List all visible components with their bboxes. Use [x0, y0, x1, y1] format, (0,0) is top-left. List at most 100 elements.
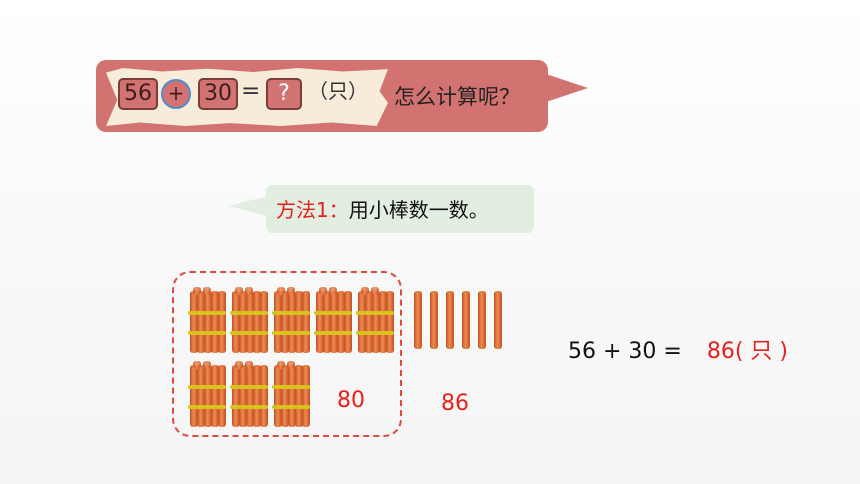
single-stick [430, 291, 438, 349]
single-stick [414, 291, 422, 349]
stick-bundle [230, 361, 268, 427]
stick [295, 365, 303, 427]
stick [365, 291, 373, 353]
stick [274, 291, 282, 353]
question-bubble-tail [546, 74, 588, 102]
stick [190, 365, 198, 427]
stick [358, 291, 366, 353]
tens-count: 80 [337, 388, 365, 413]
stick [218, 365, 226, 427]
stick [281, 291, 289, 353]
bundle-tie [188, 405, 226, 409]
stick-top [203, 287, 211, 295]
stick [211, 365, 219, 427]
stick-top [235, 361, 243, 369]
stick [260, 365, 268, 427]
stick [379, 291, 387, 353]
answer-expression: 56 + 30 = [568, 339, 682, 364]
bundle-tie [230, 385, 268, 389]
stick [253, 365, 261, 427]
tens-group [172, 271, 402, 437]
stick [323, 291, 331, 353]
bundle-tie [272, 385, 310, 389]
stick-top [319, 287, 327, 295]
stick-bundle [230, 287, 268, 353]
method-text: 用小棒数一数。 [348, 198, 489, 222]
stick-top [371, 287, 379, 295]
bundle-tie [272, 331, 310, 335]
stick [386, 291, 394, 353]
stick-top [245, 361, 253, 369]
single-stick [462, 291, 470, 349]
bundle-tie [272, 311, 310, 315]
stick [246, 365, 254, 427]
stick [211, 291, 219, 353]
stick-top [361, 287, 369, 295]
stick-bundle [272, 287, 310, 353]
stick-top [203, 361, 211, 369]
stick [288, 365, 296, 427]
stick [330, 291, 338, 353]
stick-top [287, 287, 295, 295]
stick [316, 291, 324, 353]
stick [197, 365, 205, 427]
plus-sign: + [161, 79, 191, 109]
bundle-tie [356, 331, 394, 335]
method-line: 方法1：用小棒数一数。 [276, 197, 489, 223]
answer-result: 86 [706, 339, 735, 364]
stick [302, 365, 310, 427]
bundle-tie [230, 405, 268, 409]
stick [344, 291, 352, 353]
stick-top [235, 287, 243, 295]
single-stick [494, 291, 502, 349]
stick-bundle [314, 287, 352, 353]
bundle-tie [314, 311, 352, 315]
bundle-tie [188, 331, 226, 335]
stick-top [193, 287, 201, 295]
stick-bundle [188, 287, 226, 353]
bundle-tie [188, 311, 226, 315]
bundle-tie [272, 405, 310, 409]
stick [239, 291, 247, 353]
stick-bundle [356, 287, 394, 353]
bundle-tie [188, 385, 226, 389]
bundle-tie [314, 331, 352, 335]
stick-bundle [188, 361, 226, 427]
addend-b: 30 [198, 78, 238, 110]
stick [197, 291, 205, 353]
stick [232, 291, 240, 353]
stick-top [329, 287, 337, 295]
question-prompt: 怎么计算呢？ [394, 85, 520, 109]
stick [232, 365, 240, 427]
answer-unit: ( 只 ) [734, 339, 788, 364]
bundle-tie [230, 311, 268, 315]
stick [274, 365, 282, 427]
stick [295, 291, 303, 353]
stick [281, 365, 289, 427]
single-stick [446, 291, 454, 349]
stick-top [277, 287, 285, 295]
bundle-tie [356, 311, 394, 315]
stick [260, 291, 268, 353]
stick-top [245, 287, 253, 295]
single-stick [478, 291, 486, 349]
method-bubble [266, 185, 534, 233]
stick [337, 291, 345, 353]
method-label: 方法1： [276, 198, 349, 222]
stick [302, 291, 310, 353]
method-bubble-tail [228, 196, 268, 216]
bundle-tie [230, 331, 268, 335]
total-count: 86 [441, 391, 469, 416]
stick [246, 291, 254, 353]
addend-a: 56 [118, 78, 158, 110]
stick [190, 291, 198, 353]
stick [288, 291, 296, 353]
unit-label: （只） [308, 79, 368, 103]
stick [372, 291, 380, 353]
answer-line: 56 + 30 = 86( 只 ) [568, 339, 788, 365]
stick-top [193, 361, 201, 369]
equals-sign: = [241, 78, 261, 104]
stick-top [287, 361, 295, 369]
stick [204, 291, 212, 353]
